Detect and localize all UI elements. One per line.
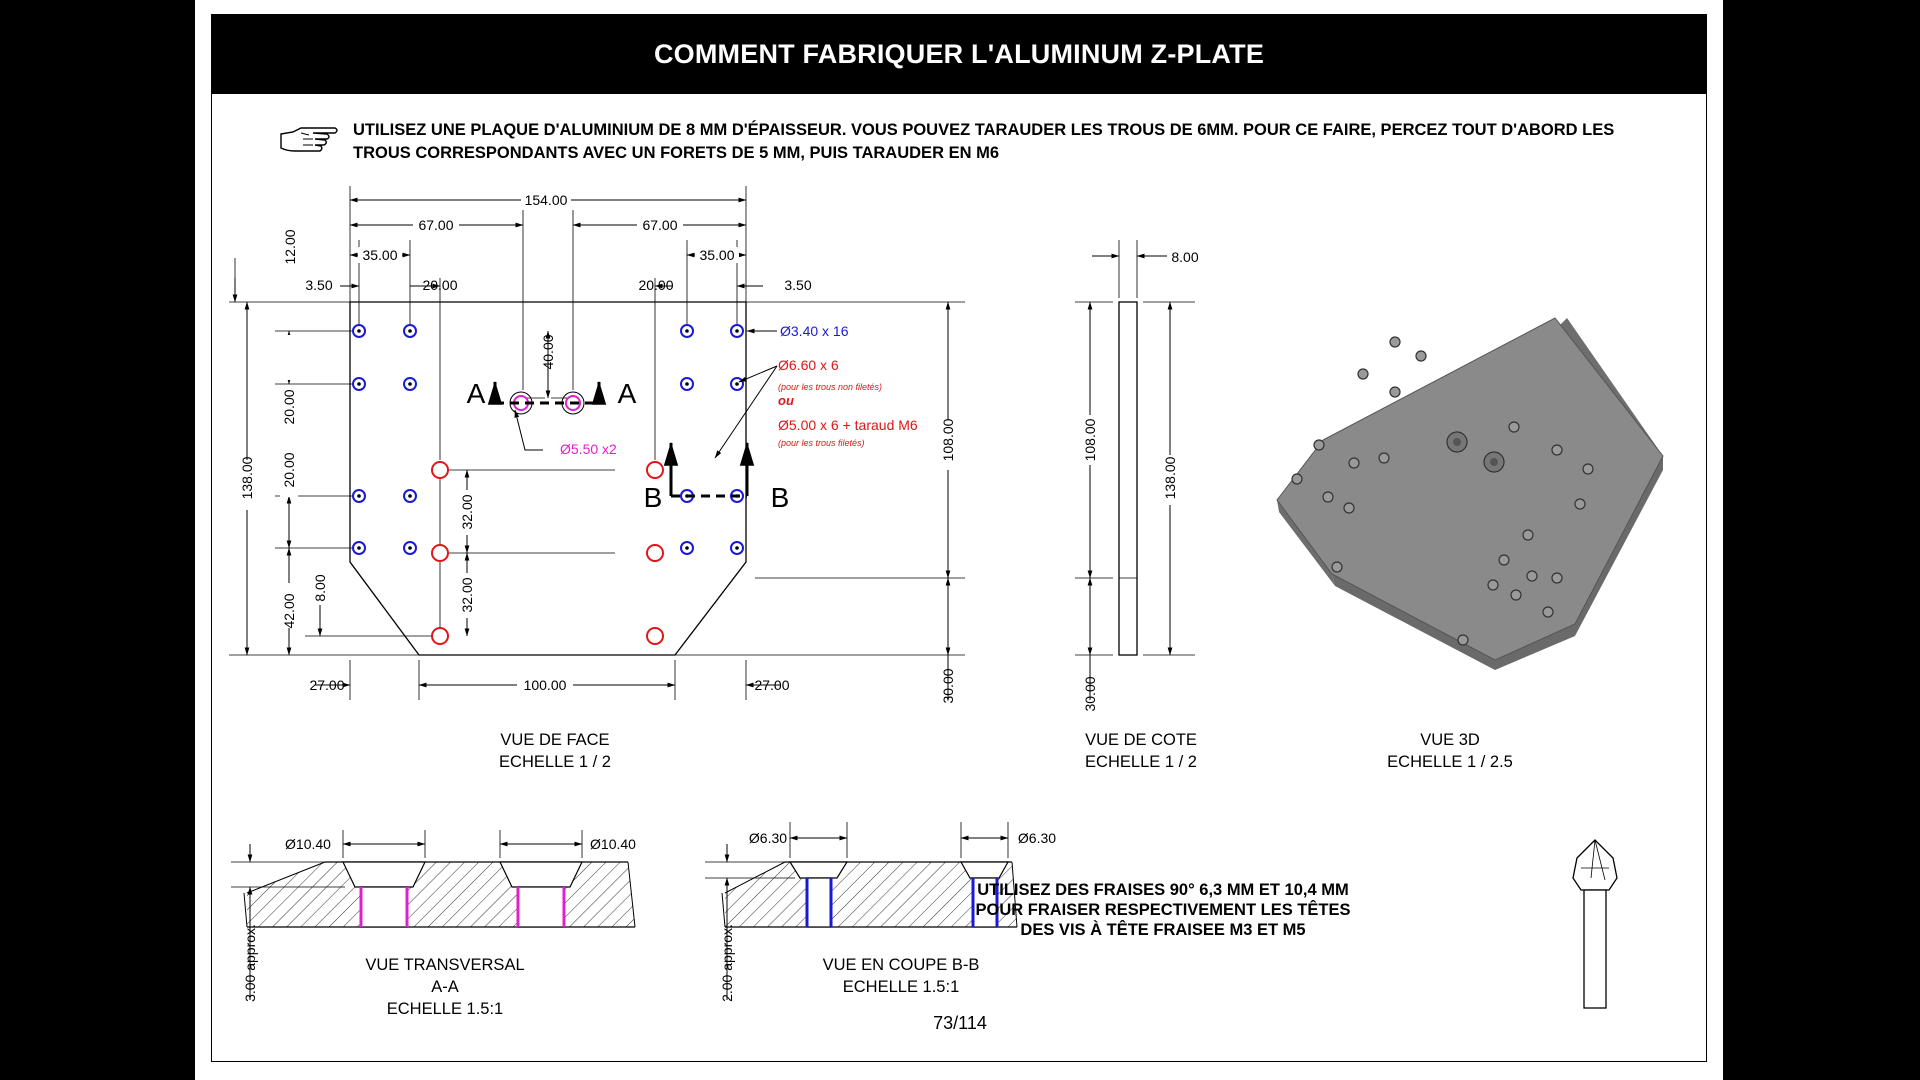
section-label-b-left: B bbox=[644, 482, 663, 513]
dim-12: 12.00 bbox=[282, 229, 298, 264]
dim-20-right: 20.00 bbox=[638, 277, 673, 293]
caption-section-b: VUE EN COUPE B-B ECHELLE 1.5:1 bbox=[823, 954, 980, 998]
callout-blue-holes: Ø3.40 x 16 bbox=[780, 323, 849, 339]
caption-side-scale: ECHELLE 1 / 2 bbox=[1085, 753, 1197, 771]
callout-red-holes-tapped: Ø5.00 x 6 + taraud M6 bbox=[778, 417, 918, 433]
caption-front-scale: ECHELLE 1 / 2 bbox=[499, 753, 611, 771]
plate-outline-side bbox=[1118, 301, 1138, 656]
callout-red-holes-plain: Ø6.60 x 6 bbox=[778, 357, 839, 373]
caption-3d-scale: ECHELLE 1 / 2.5 bbox=[1387, 753, 1513, 771]
dim-138-front: 138.00 bbox=[239, 456, 255, 499]
page-number: 73/114 bbox=[933, 1013, 987, 1033]
section-label-a-left: A bbox=[467, 378, 486, 409]
dim-67-left: 67.00 bbox=[418, 217, 453, 233]
caption-front-title: VUE DE FACE bbox=[500, 731, 610, 749]
caption-3d-title: VUE 3D bbox=[1420, 731, 1480, 749]
section-label-a-right: A bbox=[618, 378, 637, 409]
side-view: 8.00 108.00 138.00 30.00 bbox=[1075, 240, 1199, 712]
countersink-note: UTILISEZ DES FRAISES 90° 6,3 MM ET 10,4 … bbox=[975, 881, 1351, 939]
caption-section-a-title: VUE TRANSVERSAL bbox=[365, 956, 525, 974]
dim-depth-2: 2.00 approx. bbox=[719, 924, 735, 1002]
dim-27-left: 27.00 bbox=[309, 677, 344, 693]
callout-or: ou bbox=[778, 393, 794, 408]
dim-67-right: 67.00 bbox=[642, 217, 677, 233]
front-dimension-labels: 154.00 67.00 67.00 35.00 35.00 3.50 3.50… bbox=[238, 192, 957, 704]
dim-dia-10-40-left: Ø10.40 bbox=[285, 836, 331, 852]
caption-section-a: VUE TRANSVERSAL A-A ECHELLE 1.5:1 bbox=[365, 954, 524, 1020]
caption-section-a-label: A-A bbox=[431, 978, 459, 996]
dim-30-front: 30.00 bbox=[940, 668, 956, 703]
dim-35-left: 35.00 bbox=[362, 247, 397, 263]
dim-3-50-right: 3.50 bbox=[784, 277, 811, 293]
section-markers bbox=[487, 380, 755, 498]
pointing-hand-icon bbox=[279, 122, 341, 161]
dim-35-right: 35.00 bbox=[699, 247, 734, 263]
dim-dia-6-30-left: Ø6.30 bbox=[749, 830, 787, 846]
dim-20-left: 20.00 bbox=[422, 277, 457, 293]
plate-3d-view bbox=[1276, 317, 1664, 670]
section-b-b-view: Ø6.30 Ø6.30 2.00 approx. bbox=[705, 822, 1056, 1002]
dim-32-b: 32.00 bbox=[459, 577, 475, 612]
hole-callouts: Ø3.40 x 16 Ø6.60 x 6 (pour les trous non… bbox=[514, 323, 918, 459]
dim-dia-10-40-right: Ø10.40 bbox=[590, 836, 636, 852]
caption-side-title: VUE DE COTE bbox=[1085, 731, 1197, 749]
dim-8-side: 8.00 bbox=[1171, 249, 1198, 265]
dim-108-front: 108.00 bbox=[940, 418, 956, 461]
caption-side-view: VUE DE COTE ECHELLE 1 / 2 bbox=[1085, 729, 1197, 773]
instruction-note: UTILISEZ UNE PLAQUE D'ALUMINIUM DE 8 MM … bbox=[353, 121, 1615, 162]
technical-drawing: 154.00 67.00 67.00 35.00 35.00 3.50 3.50… bbox=[229, 186, 1664, 1009]
dim-depth-3: 3.00 approx. bbox=[242, 924, 258, 1002]
dim-3-50-left: 3.50 bbox=[305, 277, 332, 293]
dim-20-v1: 20.00 bbox=[281, 389, 297, 424]
dim-dia-6-30-right: Ø6.30 bbox=[1018, 830, 1056, 846]
section-a-a-view: Ø10.40 Ø10.40 3.00 approx. bbox=[231, 830, 636, 1002]
dim-138-side: 138.00 bbox=[1162, 456, 1178, 499]
caption-front-view: VUE DE FACE ECHELLE 1 / 2 bbox=[499, 729, 611, 773]
caption-section-b-scale: ECHELLE 1.5:1 bbox=[842, 978, 960, 996]
callout-red-holes-tapped-note: (pour les trous filetés) bbox=[778, 438, 865, 448]
callout-magenta-holes: Ø5.50 x2 bbox=[560, 441, 617, 457]
dim-30-side: 30.00 bbox=[1082, 676, 1098, 711]
countersink-bit-icon bbox=[1572, 839, 1618, 1009]
dim-8-front: 8.00 bbox=[312, 574, 328, 601]
caption-3d-view: VUE 3D ECHELLE 1 / 2.5 bbox=[1387, 729, 1513, 773]
dim-32-a: 32.00 bbox=[459, 494, 475, 529]
caption-section-b-title: VUE EN COUPE B-B bbox=[822, 956, 980, 974]
dim-154: 154.00 bbox=[525, 192, 568, 208]
dim-100: 100.00 bbox=[524, 677, 567, 693]
section-label-b-right: B bbox=[771, 482, 790, 513]
front-view bbox=[229, 186, 965, 700]
dim-27-right: 27.00 bbox=[754, 677, 789, 693]
hole-pattern bbox=[352, 324, 744, 645]
dim-42: 42.00 bbox=[281, 593, 297, 628]
caption-section-a-scale: ECHELLE 1.5:1 bbox=[386, 1000, 504, 1018]
page-title: COMMENT FABRIQUER L'ALUMINUM Z-PLATE bbox=[211, 14, 1707, 94]
dim-108-side: 108.00 bbox=[1082, 418, 1098, 461]
document-page: COMMENT FABRIQUER L'ALUMINUM Z-PLATE UTI… bbox=[195, 0, 1723, 1080]
dim-40: 40.00 bbox=[540, 334, 556, 369]
dim-20-v2: 20.00 bbox=[281, 452, 297, 487]
callout-red-holes-plain-note: (pour les trous non filetés) bbox=[778, 382, 882, 392]
